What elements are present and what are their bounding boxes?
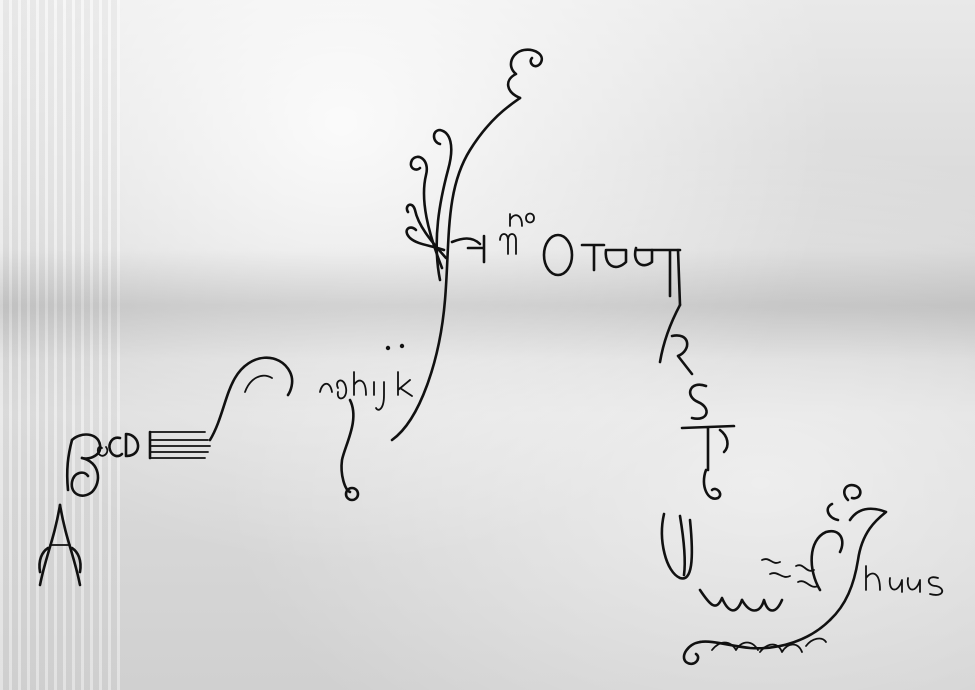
scroll-tail-flourish [682,618,832,666]
ornamental-letter-a [38,503,82,587]
arched-flourish [208,343,413,502]
ornamental-letters-r-s-t [658,303,736,500]
paper-crease-shadow [0,250,975,360]
ornamental-letters-l-to-q [450,212,682,307]
paper-fold-stripes [0,0,120,690]
ornamental-letters-u-to-z [660,483,944,622]
ornamental-letters-b-c-d-e [65,430,211,497]
plume-flourish [390,48,544,442]
